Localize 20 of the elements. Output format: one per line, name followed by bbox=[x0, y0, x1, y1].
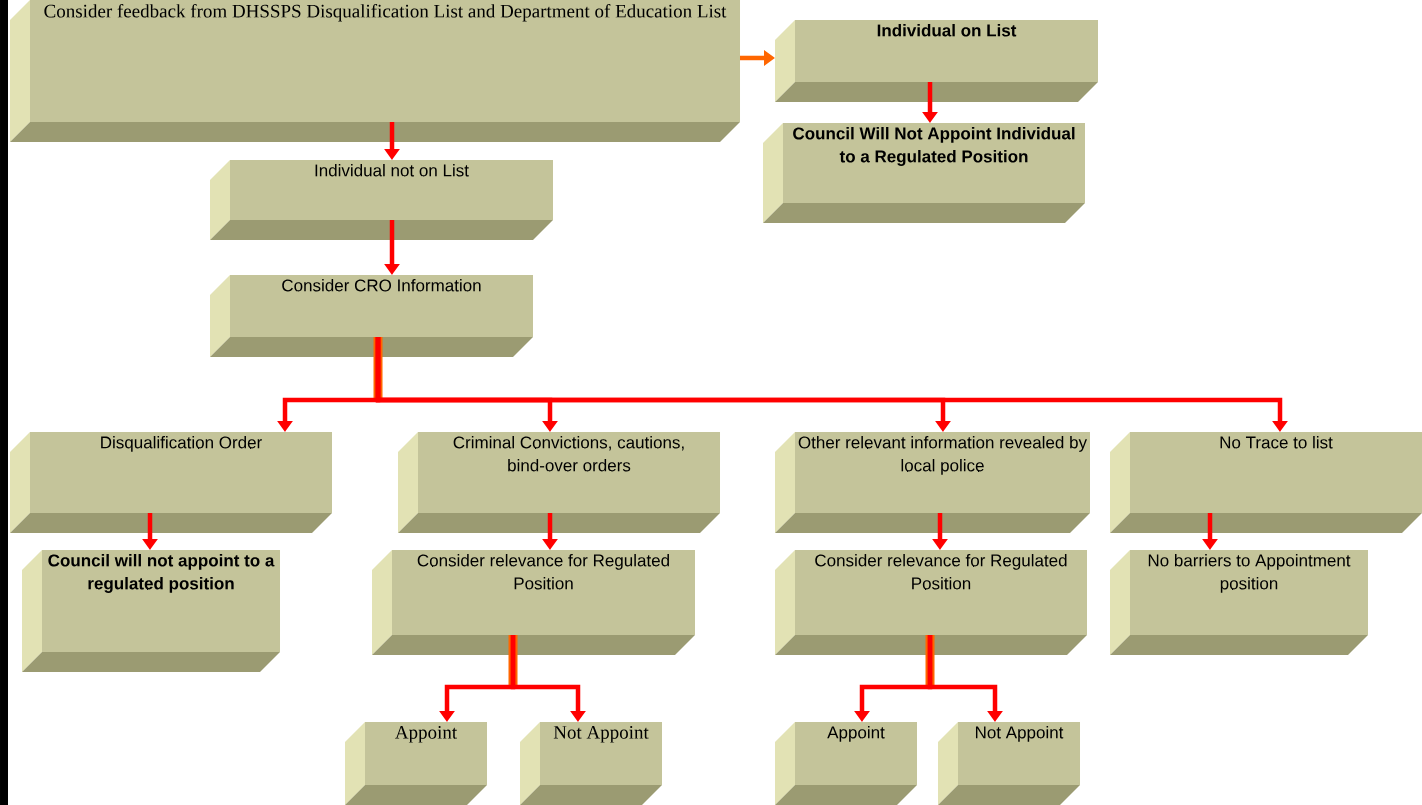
process-box: Council Will Not Appoint Individual to a Regulated Position bbox=[763, 123, 1085, 223]
process-box: Consider relevance for Regulated Position bbox=[775, 550, 1087, 655]
process-box: No Trace to list bbox=[1110, 432, 1422, 533]
process-box: Consider relevance for Regulated Position bbox=[372, 550, 695, 655]
process-box: No barriers to Appointment position bbox=[1110, 550, 1368, 655]
process-box: Criminal Convictions, cautions, bind-over orders bbox=[398, 432, 720, 533]
process-box: Individual not on List bbox=[210, 160, 553, 240]
process-box: Other relevant information revealed by local police bbox=[775, 432, 1090, 533]
process-box: Individual on List bbox=[775, 20, 1098, 102]
process-box: Appoint bbox=[775, 722, 917, 805]
process-box: Disqualification Order bbox=[10, 432, 332, 533]
process-box: Consider feedback from DHSSPS Disqualification List and Department of Education List bbox=[10, 0, 740, 142]
process-box: Council will not appoint to a regulated position bbox=[22, 550, 280, 672]
connector-trunk bbox=[925, 635, 935, 687]
process-box: Not Appoint bbox=[520, 722, 662, 805]
process-box: Consider CRO Information bbox=[210, 275, 533, 357]
process-box: Appoint bbox=[345, 722, 487, 805]
connector-trunk bbox=[373, 337, 383, 400]
connector-trunk bbox=[508, 635, 518, 687]
process-box: Not Appoint bbox=[938, 722, 1080, 805]
